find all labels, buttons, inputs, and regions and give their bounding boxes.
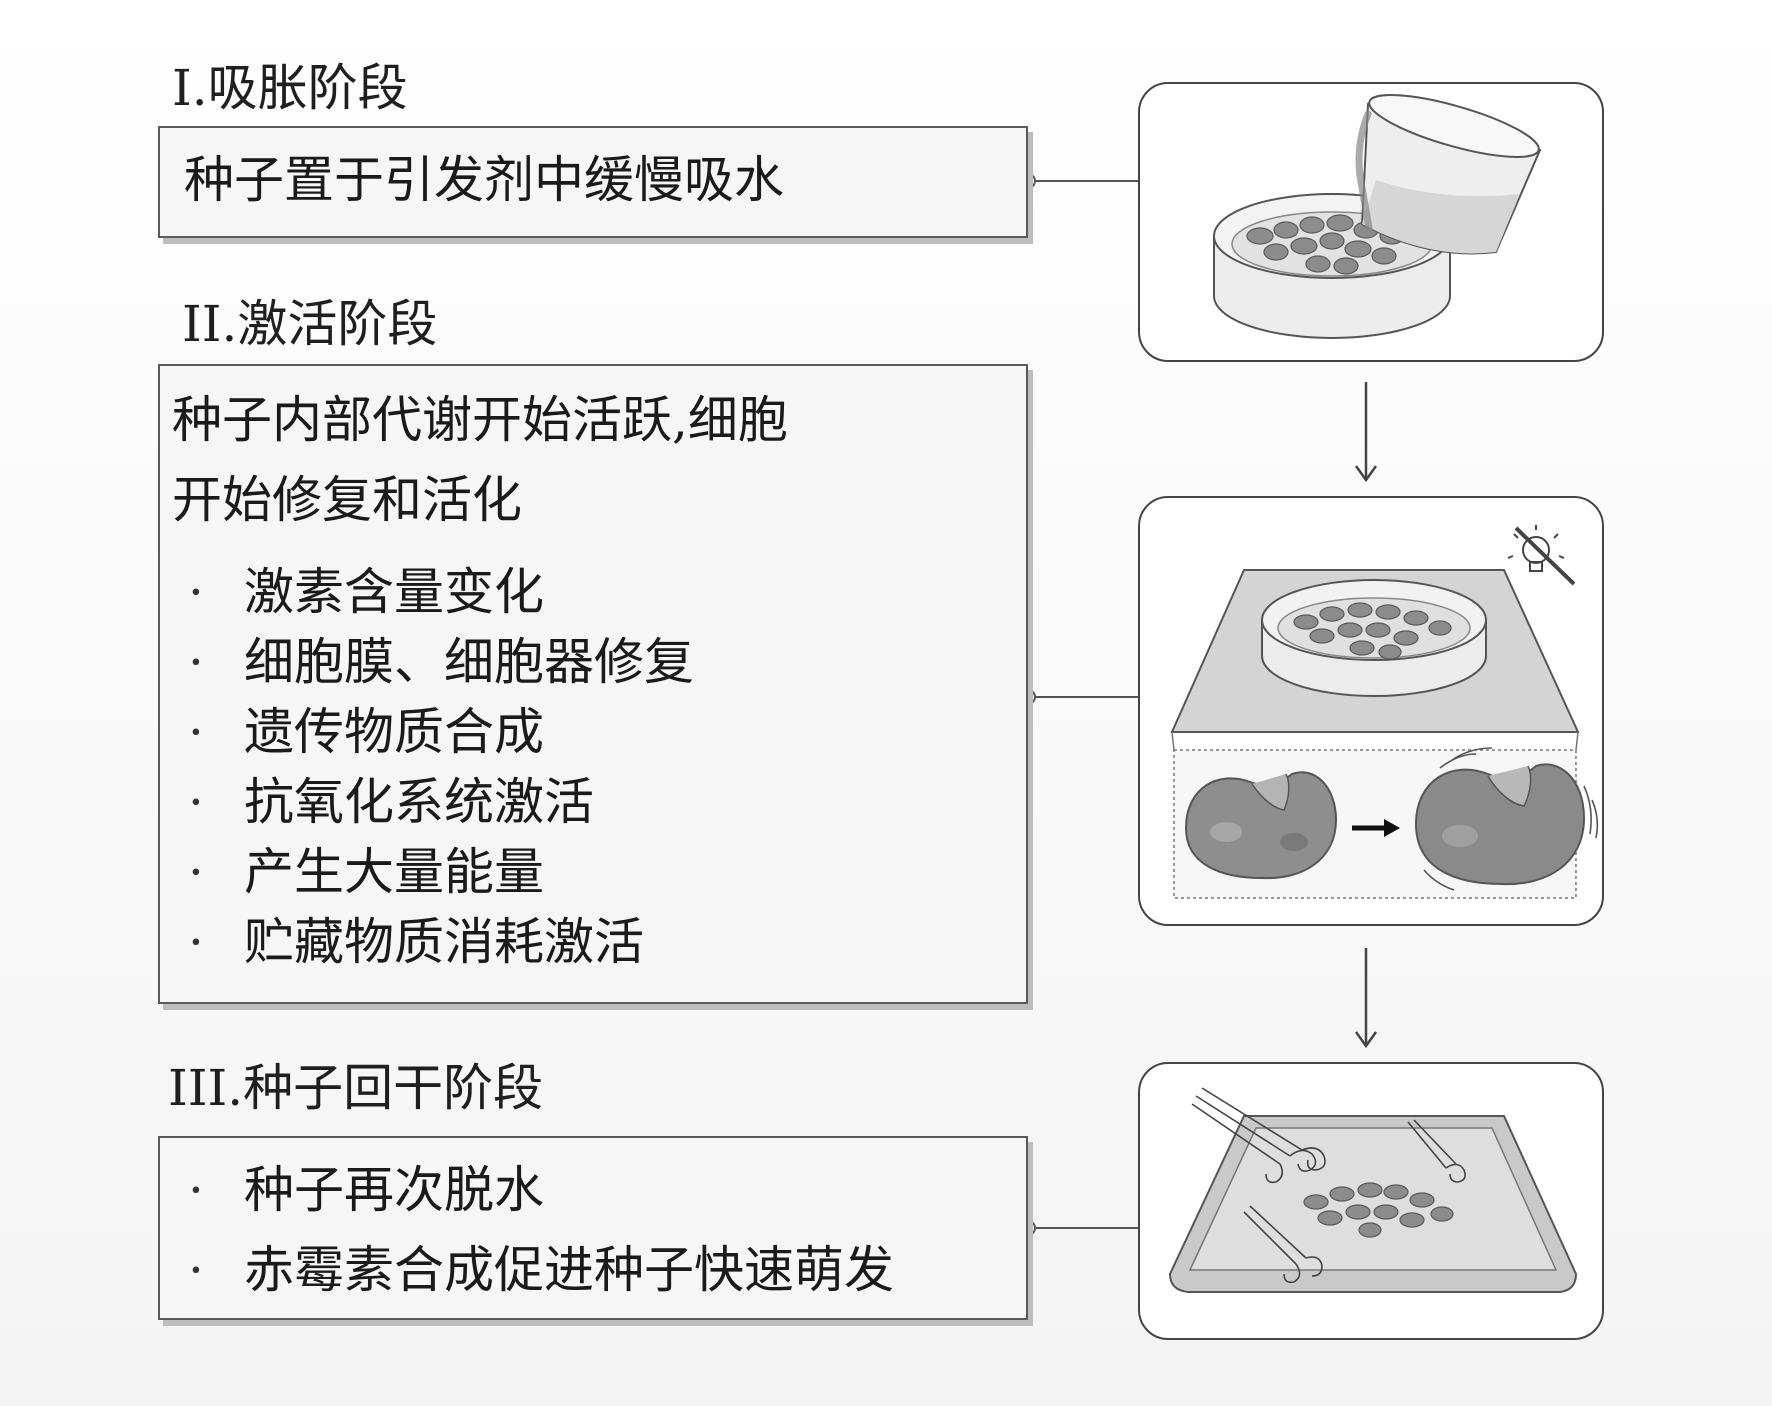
- bullet-text: 贮藏物质消耗激活: [244, 913, 644, 971]
- stage2-box: 种子内部代谢开始活跃,细胞 开始修复和活化 · 激素含量变化 · 细胞膜、细胞器修复…: [158, 364, 1028, 1004]
- bullet-text: 遗传物质合成: [244, 703, 544, 761]
- stage2-bullet: · 细胞膜、细胞器修复: [188, 632, 694, 692]
- stage2-bullet: · 遗传物质合成: [188, 702, 544, 762]
- bullet-text: 赤霉素合成促进种子快速萌发: [244, 1241, 894, 1299]
- stage1-description: 种子置于引发剂中缓慢吸水: [184, 151, 784, 209]
- air-swirl-icon: [1191, 1087, 1466, 1284]
- bullet-mark: ·: [188, 913, 204, 971]
- arrow-right-icon: [1352, 819, 1400, 837]
- stage2-bullet: · 贮藏物质消耗激活: [188, 912, 644, 972]
- stage3-heading: III.种子回干阶段: [168, 1059, 544, 1117]
- stage2-description-line2: 开始修复和活化: [172, 471, 522, 529]
- stage1-box: 种子置于引发剂中缓慢吸水: [158, 126, 1028, 238]
- drying-tray-icon: [1168, 1115, 1578, 1293]
- stage3-box: · 种子再次脱水 · 赤霉素合成促进种子快速萌发: [158, 1136, 1028, 1320]
- petri-dish-icon: [1213, 193, 1451, 339]
- bullet-mark: ·: [188, 843, 204, 901]
- bullet-text: 细胞膜、细胞器修复: [244, 633, 694, 691]
- bullet-text: 产生大量能量: [244, 843, 544, 901]
- stage1-illustration-panel: [1138, 82, 1604, 362]
- bullet-text: 种子再次脱水: [244, 1161, 544, 1219]
- bullet-mark: ·: [188, 633, 204, 691]
- stage1-heading: I.吸胀阶段: [172, 59, 408, 117]
- stage2-bullet: · 抗氧化系统激活: [188, 772, 594, 832]
- flow-arrowhead-2: [1354, 1031, 1378, 1049]
- bullet-text: 抗氧化系统激活: [244, 773, 594, 831]
- no-light-bulb-icon: [1507, 525, 1576, 586]
- stage2-bullet: · 激素含量变化: [188, 562, 544, 622]
- bullet-mark: ·: [188, 773, 204, 831]
- bullet-mark: ·: [188, 703, 204, 761]
- bullet-mark: ·: [188, 563, 204, 621]
- beaker-pouring-icon: [1355, 94, 1542, 255]
- bullet-text: 激素含量变化: [244, 563, 544, 621]
- bullet-mark: ·: [188, 1161, 204, 1219]
- stage3-bullet: · 种子再次脱水: [188, 1160, 544, 1220]
- stage2-description-line1: 种子内部代谢开始活跃,细胞: [172, 391, 788, 449]
- bullet-mark: ·: [188, 1241, 204, 1299]
- stage2-illustration-panel: [1138, 496, 1604, 926]
- petri-dish-icon: [1261, 579, 1487, 697]
- stage2-heading: II.激活阶段: [182, 295, 438, 353]
- stage2-bullet: · 产生大量能量: [188, 842, 544, 902]
- stage3-bullet: · 赤霉素合成促进种子快速萌发: [188, 1240, 894, 1300]
- seed-swelling-icon: [1184, 747, 1599, 891]
- stage3-illustration-panel: [1138, 1062, 1604, 1340]
- flow-arrowhead-1: [1354, 465, 1378, 483]
